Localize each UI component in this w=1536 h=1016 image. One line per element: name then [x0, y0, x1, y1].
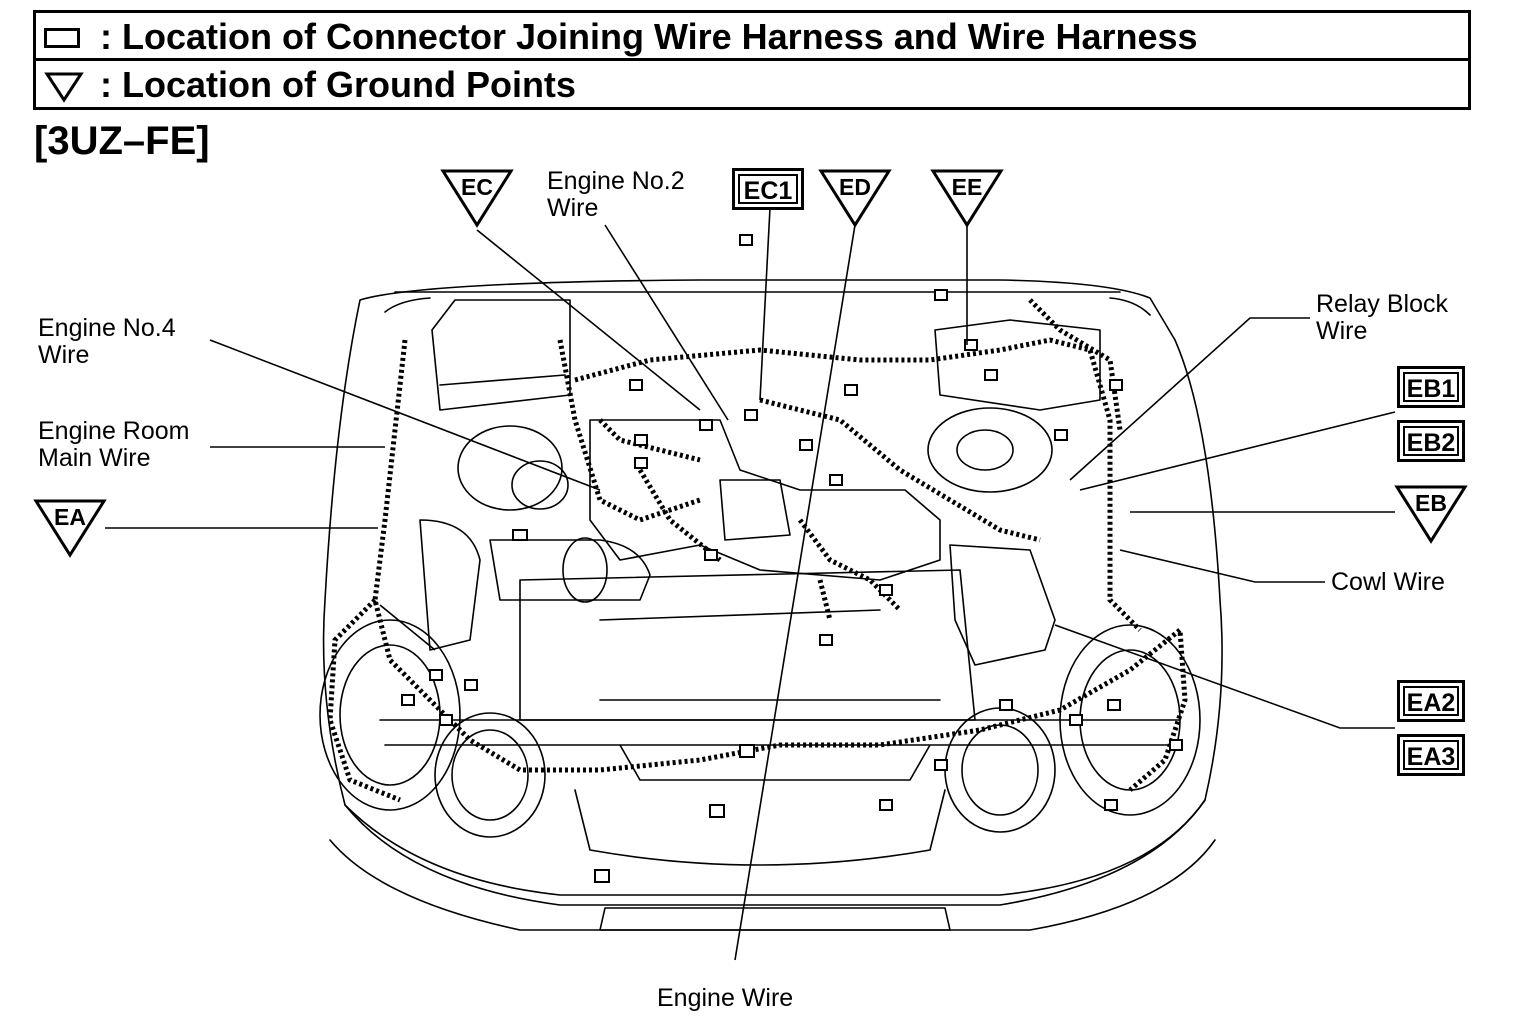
connector-ec1: EC1: [732, 168, 804, 210]
left-headlight: [319, 619, 461, 811]
relay-block-wire-label: Relay Block Wire: [1316, 290, 1448, 345]
ground-ee: EE: [930, 168, 1004, 228]
legend-connector-text: : Location of Connector Joining Wire Har…: [100, 16, 1198, 57]
fuse-box: [431, 299, 571, 411]
grille: [574, 789, 946, 866]
radiator-support: [379, 719, 1181, 781]
engine-cover: [519, 569, 976, 721]
cowl-wire-label: Cowl Wire: [1331, 568, 1445, 596]
legend: : Location of Connector Joining Wire Har…: [33, 10, 1471, 110]
legend-row-connector: : Location of Connector Joining Wire Har…: [36, 13, 1468, 61]
legend-ground-text: : Location of Ground Points: [100, 64, 576, 105]
ground-eb: EB: [1394, 484, 1468, 544]
license-plate-area: [599, 907, 951, 931]
ground-triangle-icon: [44, 71, 84, 103]
right-strut-tower: [927, 407, 1053, 493]
ground-ec: EC: [440, 168, 514, 228]
engine-no4-harness: [598, 418, 722, 562]
connector-eb1: EB1: [1397, 366, 1465, 408]
intake-manifold: [589, 419, 941, 581]
engine-model-label: [3UZ–FE]: [34, 119, 210, 163]
connector-box-icon: [44, 28, 80, 48]
engine-room-main-harness: [327, 339, 1188, 803]
engine-room-main-wire-label: Engine Room Main Wire: [38, 417, 190, 472]
connector-ea3: EA3: [1397, 734, 1465, 776]
air-intake-duct: [489, 539, 651, 601]
connector-ea2: EA2: [1397, 680, 1465, 722]
engine-wire-label: Engine Wire: [657, 984, 794, 1012]
engine-no4-wire-label: Engine No.4 Wire: [38, 314, 176, 369]
right-headlight: [1059, 624, 1201, 816]
vehicle-body-outline: [322, 279, 1223, 906]
left-strut-tower: [457, 425, 563, 511]
engine-wire-harness: [557, 337, 1142, 632]
washer-tank: [949, 544, 1056, 666]
ground-ea: EA: [33, 498, 107, 558]
engine-no2-wire-label: Engine No.2 Wire: [547, 167, 685, 222]
ground-ed: ED: [818, 168, 892, 228]
leader-lines: [105, 207, 1396, 961]
relay-box: [934, 319, 1101, 411]
connector-eb2: EB2: [1397, 420, 1465, 462]
legend-row-ground: : Location of Ground Points: [36, 61, 1468, 109]
